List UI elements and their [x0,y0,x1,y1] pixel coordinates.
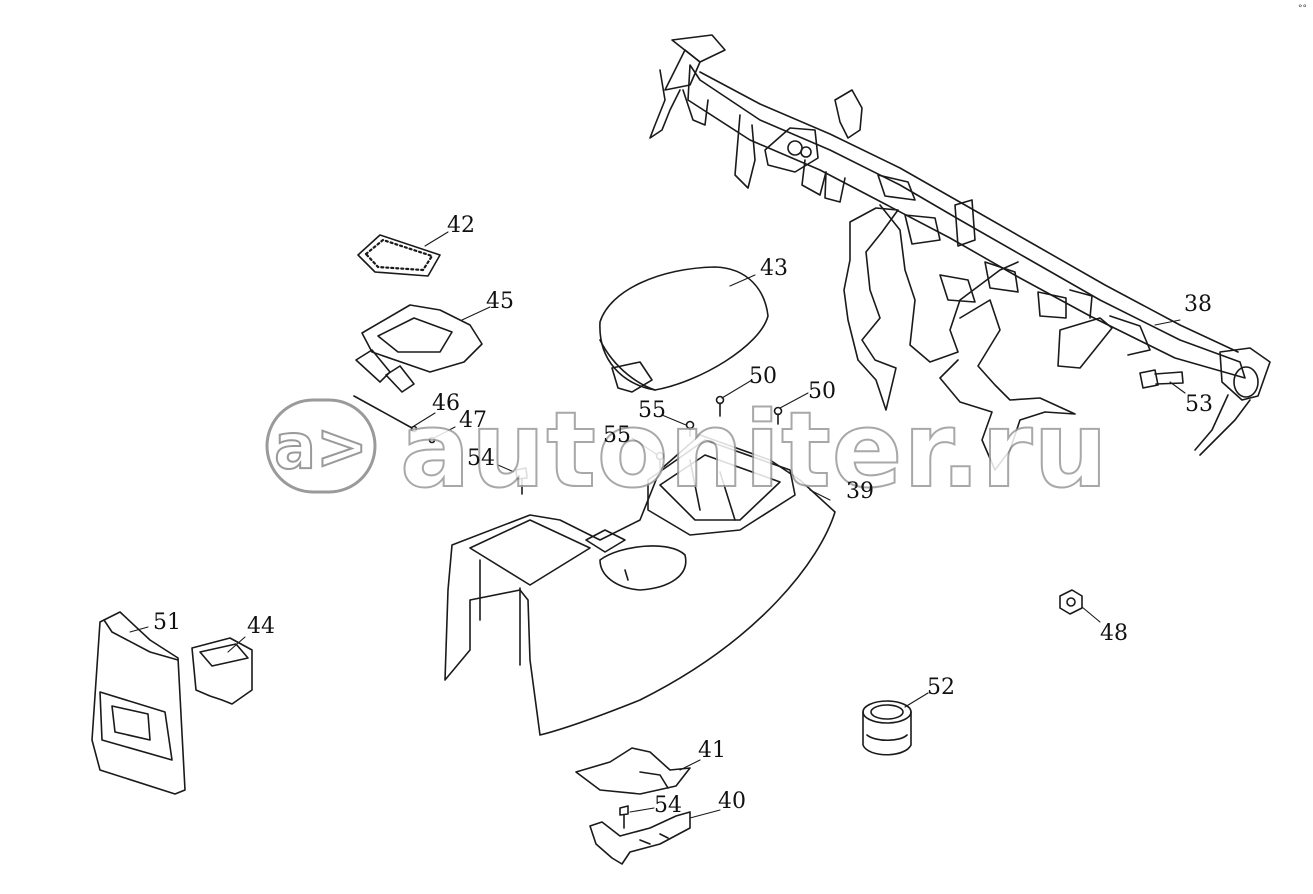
callout-50-a: 50 [749,364,777,389]
callout-43: 43 [760,256,788,281]
callout-52: 52 [927,675,955,700]
part-48-nut [1059,589,1083,615]
callout-40: 40 [718,789,746,814]
part-51-rear-panel [91,611,186,795]
callout-50-b: 50 [808,379,836,404]
fastener-54-a [515,467,528,495]
part-45-tray [355,304,483,393]
part-38-crossbeam [649,34,1271,471]
callout-45: 45 [486,289,514,314]
callout-53: 53 [1185,392,1213,417]
part-44-insert [191,637,253,705]
part-42-mat [357,234,441,277]
callout-42: 42 [447,213,475,238]
watermark-text: autoniter.ru [399,389,1109,511]
callout-51: 51 [153,610,181,635]
fastener-50-a [715,395,725,417]
callout-47: 47 [459,408,487,433]
callout-38: 38 [1184,292,1212,317]
callout-55-a: 55 [638,398,666,423]
callout-46: 46 [432,391,460,416]
callout-44: 44 [247,614,275,639]
watermark-logo-text: a> [274,410,368,483]
part-52-socket [862,700,912,756]
callout-55-b: 55 [603,423,631,448]
part-41-trim [575,747,691,795]
fastener-54-b [619,805,629,829]
leader-lines [129,231,1186,819]
fastener-55-b [655,451,665,469]
callout-54-b: 54 [654,793,682,818]
part-43-armrest-lid [599,266,769,393]
part-40-bracket [589,811,691,865]
watermark-logo-icon: a> [265,398,377,494]
callout-41: 41 [698,738,726,763]
corner-mark: °° [1298,4,1307,14]
part-53-bolt [1139,369,1184,389]
callout-48: 48 [1100,621,1128,646]
fastener-50-b [773,406,783,425]
part-47-clip [428,436,436,444]
part-39-center-console [444,434,836,736]
callout-39: 39 [846,479,874,504]
callout-54-a: 54 [467,446,495,471]
